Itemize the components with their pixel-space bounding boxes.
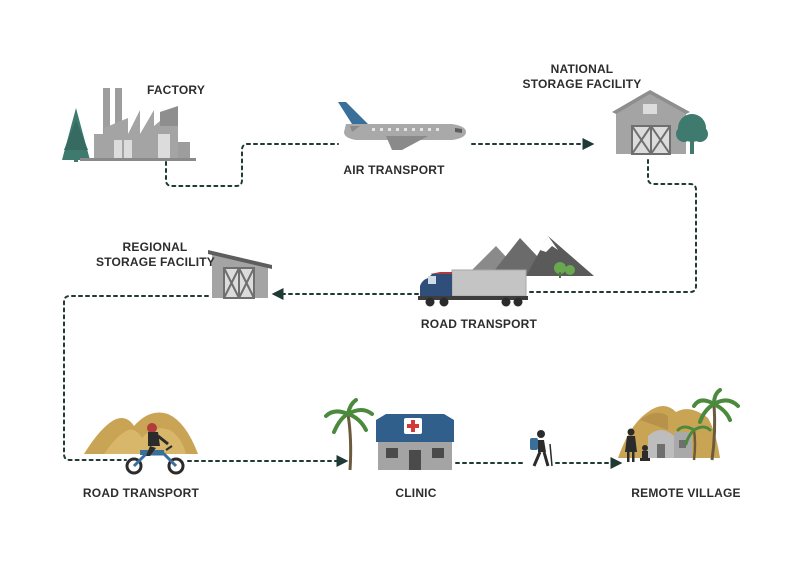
label-air-transport: AIR TRANSPORT (336, 163, 452, 178)
shed-icon (208, 250, 272, 299)
label-regional-storage-line2: STORAGE FACILITY (96, 255, 215, 269)
label-road-transport-truck-text: ROAD TRANSPORT (420, 317, 538, 331)
clinic-icon (376, 414, 454, 470)
tree-icon (676, 114, 708, 154)
label-national-storage: NATIONAL STORAGE FACILITY (522, 62, 642, 92)
label-clinic: CLINIC (384, 486, 448, 501)
label-remote-village: REMOTE VILLAGE (630, 486, 742, 501)
label-regional-storage: REGIONAL STORAGE FACILITY (96, 240, 215, 270)
label-road-transport-truck: ROAD TRANSPORT (420, 317, 538, 332)
connector-national-to-truck (529, 159, 697, 293)
label-regional-storage-line1: REGIONAL (122, 240, 188, 254)
warehouse-icon (612, 90, 690, 155)
label-national-storage-line2: STORAGE FACILITY (522, 77, 642, 91)
connector-regional-to-moto (63, 295, 209, 461)
label-national-storage-line1: NATIONAL (550, 62, 614, 76)
mountain-icon (470, 236, 594, 278)
label-factory-text: FACTORY (146, 83, 206, 97)
truck-icon (418, 269, 528, 307)
label-road-transport-moto: ROAD TRANSPORT (82, 486, 200, 501)
label-road-transport-moto-text: ROAD TRANSPORT (82, 486, 200, 500)
factory-icon (62, 88, 196, 162)
label-clinic-text: CLINIC (395, 486, 437, 500)
label-remote-village-text: REMOTE VILLAGE (631, 486, 741, 500)
hiker-icon (530, 430, 553, 467)
motorcycle-icon (125, 423, 185, 475)
label-factory: FACTORY (140, 83, 212, 98)
palm-tree-icon (676, 388, 740, 461)
airplane-icon (338, 102, 466, 150)
label-air-transport-text: AIR TRANSPORT (343, 163, 445, 177)
connector-factory-to-air (165, 143, 339, 187)
sand-hills-icon (84, 412, 198, 454)
flow-connectors (63, 138, 697, 469)
palm-tree-icon (324, 398, 374, 471)
